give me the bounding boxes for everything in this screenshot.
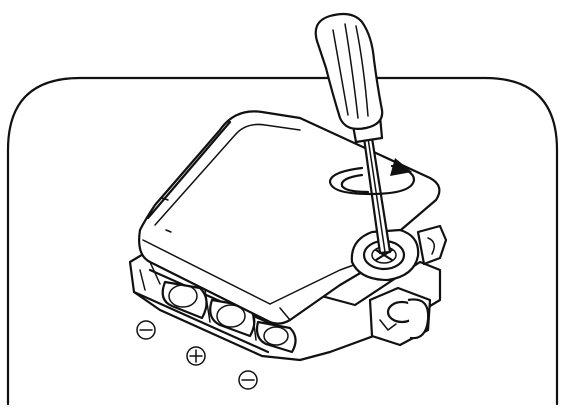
screwdriver-handle (316, 14, 382, 129)
polarity-minus-left (137, 321, 155, 339)
polarity-plus (187, 347, 205, 365)
polarity-minus-right (239, 371, 257, 389)
